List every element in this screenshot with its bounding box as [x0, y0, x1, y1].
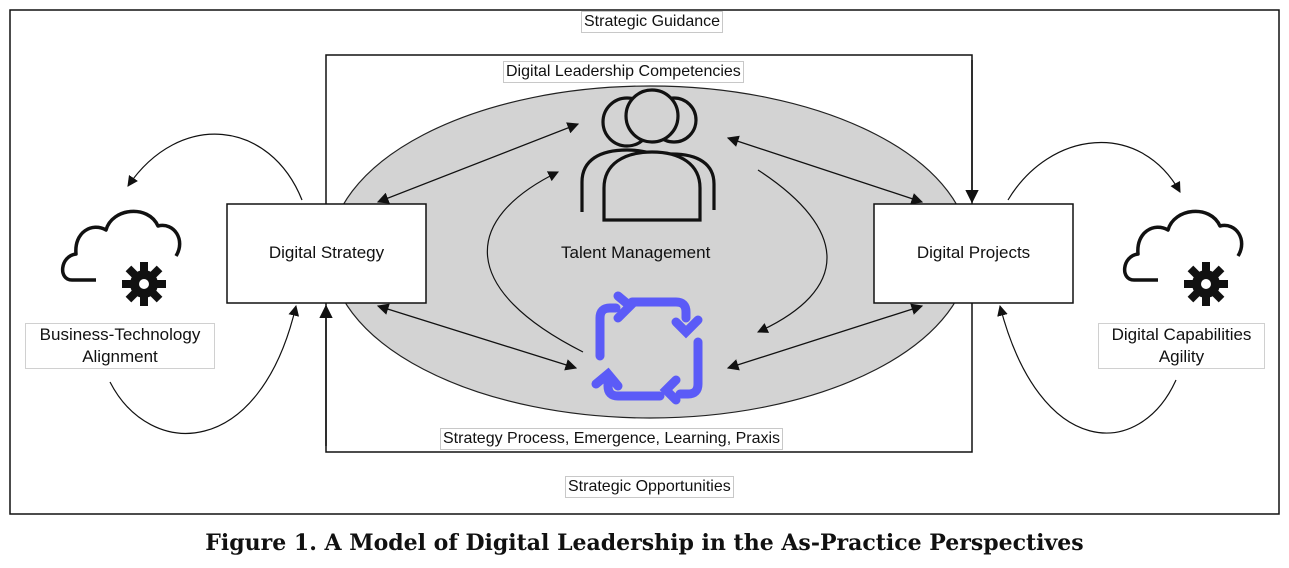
diagram-canvas	[9, 9, 1280, 515]
diagram: Strategic Guidance Digital Leadership Co…	[9, 9, 1280, 515]
digital-capabilities-agility-label: Digital Capabilities Agility	[1098, 323, 1265, 369]
curve-right-bottom	[997, 304, 1177, 434]
agility-line: Agility	[1158, 347, 1205, 366]
strategic-guidance-label: Strategic Guidance	[581, 11, 724, 33]
business-technology-alignment-label: Business-Technology Alignment	[25, 323, 215, 369]
strategic-opportunities-label: Strategic Opportunities	[565, 476, 734, 498]
arrow-strategy-talent	[376, 122, 580, 204]
digital-projects-label: Digital Projects	[916, 243, 1031, 262]
digital-capabilities-line: Digital Capabilities	[1111, 325, 1252, 344]
talent-management-label: Talent Management	[561, 243, 711, 262]
business-technology-line: Business-Technology	[39, 325, 201, 344]
arrow-projects-cycle	[726, 303, 924, 371]
strategy-process-label: Strategy Process, Emergence, Learning, P…	[440, 428, 784, 450]
curve-right-top	[1007, 142, 1181, 201]
figure-caption: Figure 1. A Model of Digital Leadership …	[205, 530, 1084, 556]
digital-strategy-box	[226, 203, 427, 304]
alignment-line: Alignment	[82, 347, 158, 366]
arrow-projects-talent	[726, 135, 924, 205]
outer-frame	[9, 9, 1280, 515]
curve-right-inner	[757, 169, 828, 333]
digital-projects-box	[873, 203, 1074, 304]
curve-left-inner	[487, 171, 584, 353]
cycle-arrows-icon	[591, 291, 703, 405]
cloud-gear-icon	[61, 209, 182, 306]
curve-left-top	[127, 133, 303, 201]
curve-left-bottom	[109, 304, 300, 434]
cloud-gear-icon	[1123, 209, 1244, 306]
digital-leadership-competencies-label: Digital Leadership Competencies	[503, 61, 744, 83]
arrow-strategy-cycle	[376, 303, 578, 371]
digital-strategy-label: Digital Strategy	[268, 243, 385, 262]
people-group-icon	[580, 88, 716, 222]
